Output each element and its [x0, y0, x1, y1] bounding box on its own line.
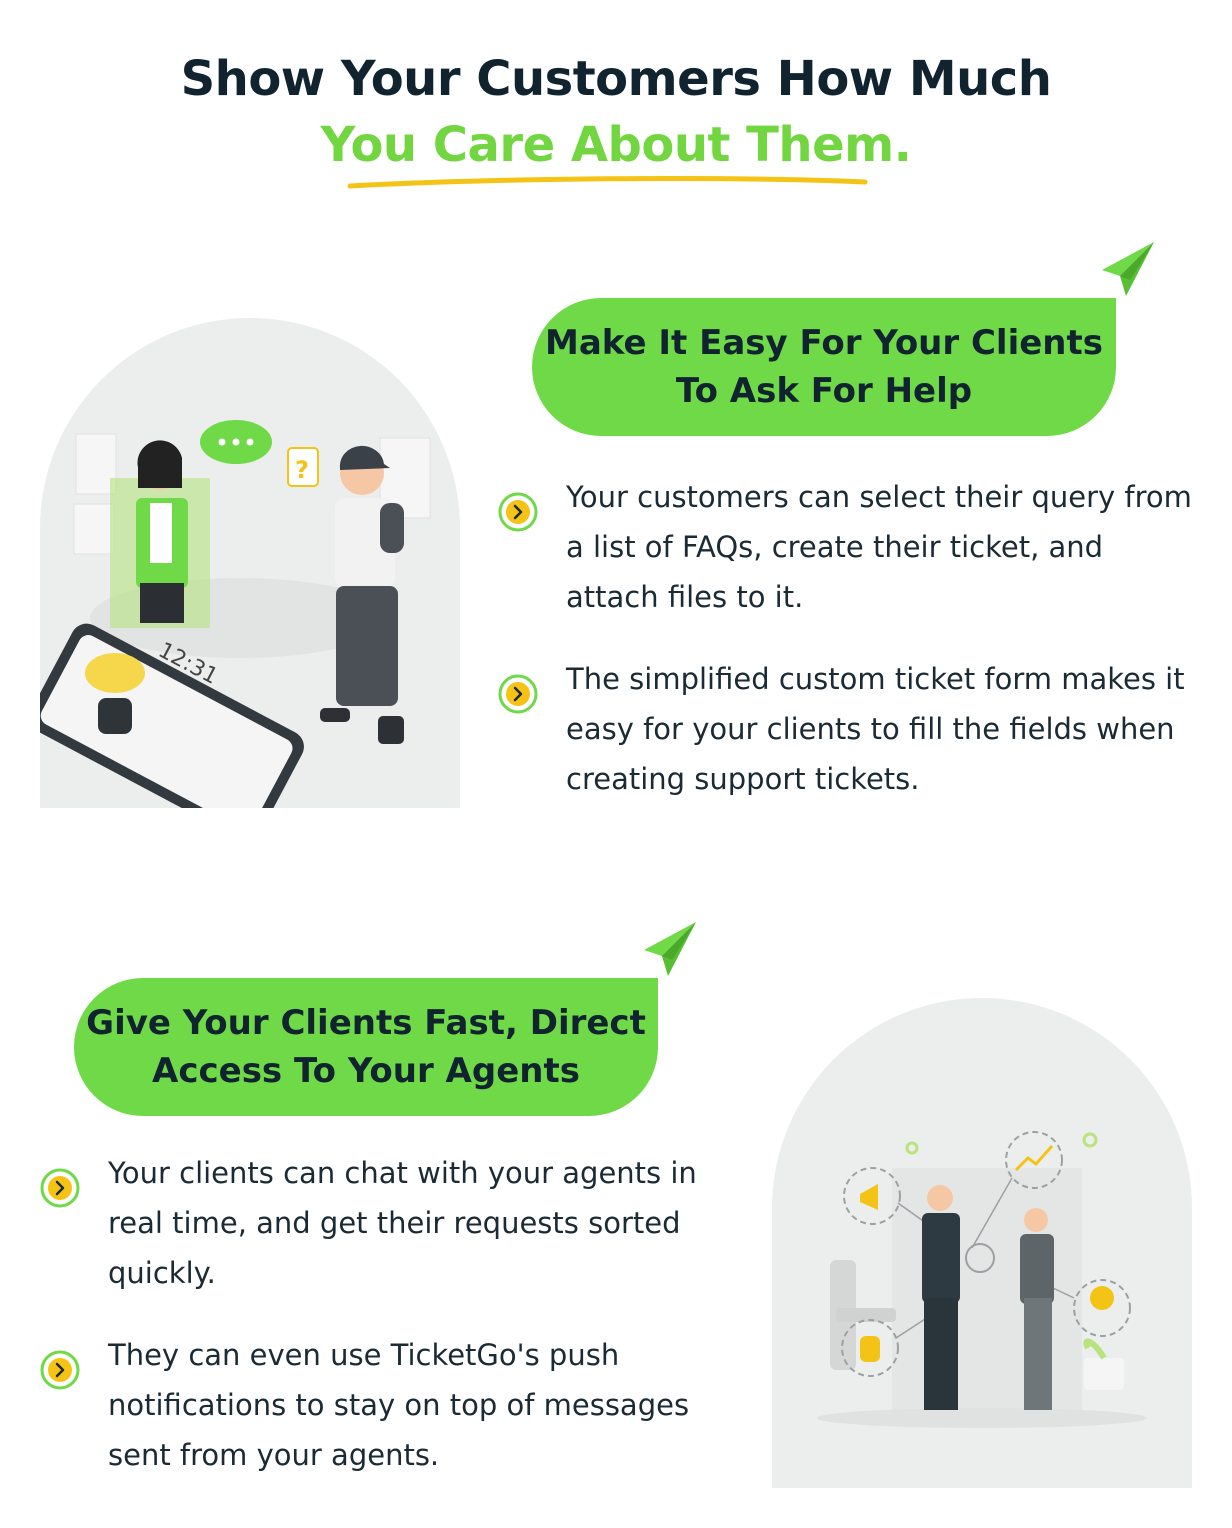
section2-heading-pill: Give Your Clients Fast, Direct Access To…	[74, 978, 658, 1116]
section2-bullet: Your clients can chat with your agents i…	[40, 1148, 700, 1298]
section1-bullet: Your customers can select their query fr…	[498, 472, 1198, 622]
business-handshake-illustration	[772, 998, 1192, 1488]
section1-bullet: The simplified custom ticket form makes …	[498, 654, 1198, 804]
chevron-right-circle-icon	[40, 1350, 80, 1390]
support-agent-illustration: 12:31 ?	[40, 318, 460, 808]
section2-bullet-text: They can even use TicketGo's push notifi…	[108, 1338, 690, 1472]
paper-plane-icon	[1102, 242, 1154, 296]
section1-bullet-text: Your customers can select their query fr…	[566, 480, 1192, 614]
section1-heading: Make It Easy For Your Clients To Ask For…	[544, 323, 1103, 411]
chevron-right-circle-icon	[498, 492, 538, 532]
page-title: Show Your Customers How Much You Care Ab…	[0, 46, 1232, 178]
title-line-2: You Care About Them.	[320, 117, 912, 173]
title-underline	[347, 176, 868, 189]
title-line-1: Show Your Customers How Much	[180, 51, 1052, 107]
section2-bullet-text: Your clients can chat with your agents i…	[108, 1156, 697, 1290]
question-bubble-text: ?	[295, 456, 309, 484]
section2-heading: Give Your Clients Fast, Direct Access To…	[86, 1003, 646, 1091]
section2-bullet: They can even use TicketGo's push notifi…	[40, 1330, 700, 1480]
chevron-right-circle-icon	[498, 674, 538, 714]
section1-heading-pill: Make It Easy For Your Clients To Ask For…	[532, 298, 1116, 436]
paper-plane-icon	[644, 922, 696, 976]
section1-bullet-text: The simplified custom ticket form makes …	[566, 662, 1185, 796]
chevron-right-circle-icon	[40, 1168, 80, 1208]
hero-title: Show Your Customers How Much You Care Ab…	[0, 46, 1232, 178]
